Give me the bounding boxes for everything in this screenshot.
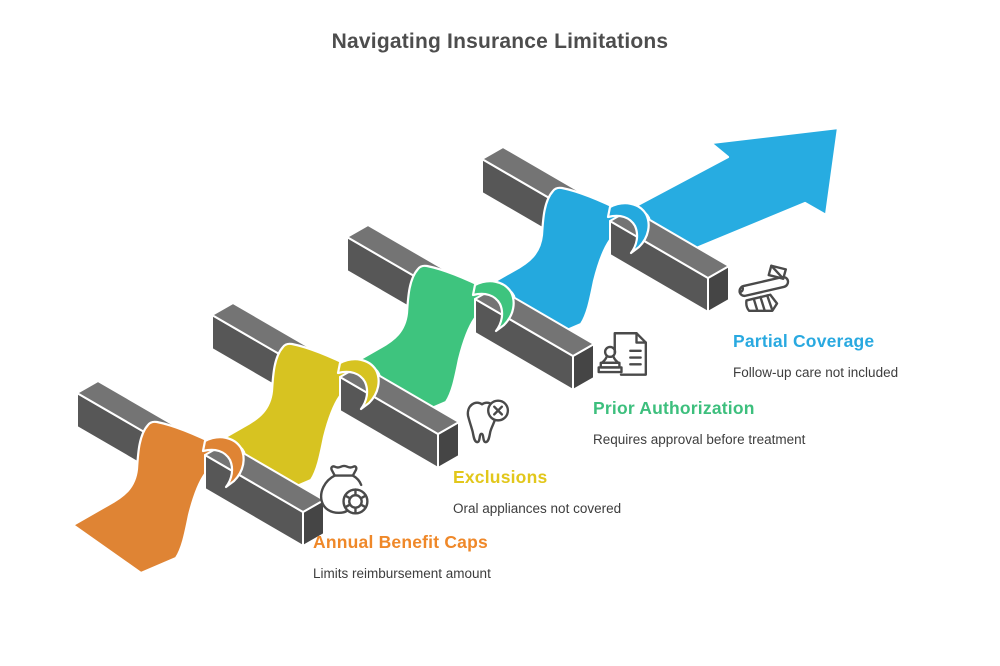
- ribbon-fold: [336, 358, 380, 411]
- stage-3-label-block: Prior Authorization Requires approval be…: [593, 326, 853, 447]
- tooth-excluded-icon: [466, 399, 510, 444]
- stage-3-description: Requires approval before treatment: [593, 432, 806, 447]
- money-bag-icon: [320, 464, 369, 515]
- stage-1-description: Limits reimbursement amount: [313, 566, 491, 581]
- stamp-document-icon: [597, 332, 648, 376]
- page-title: Navigating Insurance Limitations: [331, 30, 669, 53]
- stage-4-heading: Partial Coverage: [733, 331, 875, 351]
- stage-2-description: Oral appliances not covered: [453, 501, 622, 516]
- stage-1-heading: Annual Benefit Caps: [313, 532, 488, 552]
- stage-4-description: Follow-up care not included: [733, 365, 899, 380]
- ribbon-fold: [606, 202, 650, 255]
- ribbon-fold: [471, 280, 515, 333]
- ribbon-fold: [201, 436, 245, 489]
- stage-4-label-block: Partial Coverage Follow-up care not incl…: [733, 259, 993, 380]
- stage-3-heading: Prior Authorization: [593, 398, 755, 418]
- stage-2-label-block: Exclusions Oral appliances not covered: [453, 395, 713, 516]
- stage-2-heading: Exclusions: [453, 467, 548, 487]
- bandage-icon: [738, 264, 790, 312]
- stage-1-ribbon: [71, 420, 325, 575]
- stage-1-label-block: Annual Benefit Caps Limits reimbursement…: [313, 460, 573, 581]
